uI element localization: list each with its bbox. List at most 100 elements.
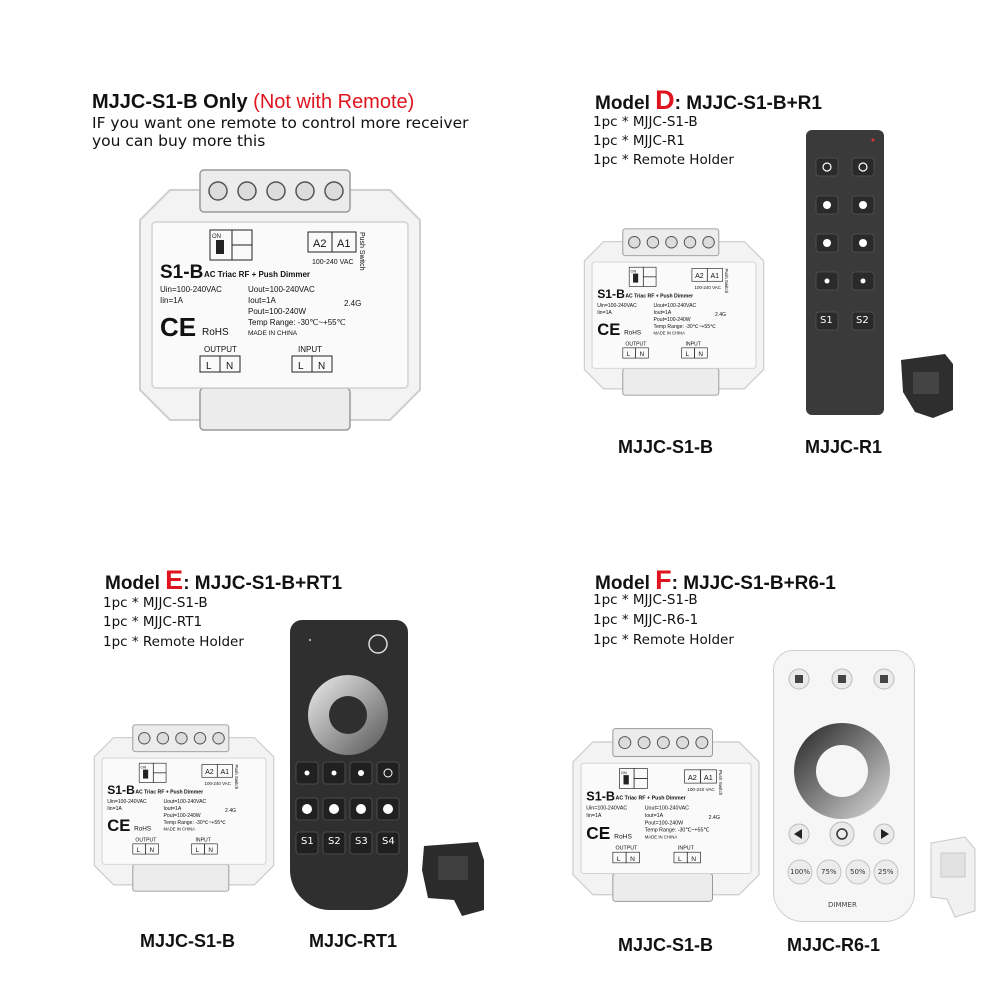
module-label-rohs: RoHS <box>614 833 632 840</box>
terminal-screw <box>618 736 632 750</box>
module-label-pout: Pout=100-240W <box>164 813 201 819</box>
module-label-n1: N <box>149 847 154 854</box>
module-label-uin: Uin=100-240VAC <box>586 806 627 812</box>
module-label-output: OUTPUT <box>204 345 237 354</box>
dimmer-module-d: ON A2 A1 100-240 VAC Push Switch S1-B AC… <box>578 222 770 402</box>
remote-r1: S1 S2 <box>806 130 884 415</box>
model-d-title: Model D: MJJC-S1-B+R1 <box>595 85 822 116</box>
module-label-l1: L <box>627 351 631 358</box>
module-label-freq: 2.4G <box>344 299 361 308</box>
terminal-screw <box>656 736 670 750</box>
remote-r6-1: 100% 75% 50% 25% DIMMER <box>773 650 915 922</box>
dimmer-module: ON A2 A1 100-240 VAC Push Switch S1-B AC… <box>93 724 275 892</box>
remote-rt1-s4: S4 <box>382 836 395 847</box>
terminal-screw <box>266 181 286 201</box>
module-label-iout: Iout=1A <box>164 806 182 812</box>
terminal-screw <box>175 732 188 745</box>
model-e-item: 1pc * MJJC-S1-B <box>103 595 208 611</box>
dimmer-module-e: ON A2 A1 100-240 VAC Push Switch S1-B AC… <box>88 718 280 898</box>
module-label-n2: N <box>691 856 696 863</box>
module-label-output: OUTPUT <box>625 341 646 347</box>
module-label-uin: Uin=100-240VAC <box>107 799 147 805</box>
model-e-caption-left: MJJC-S1-B <box>140 931 236 951</box>
model-f-prefix: Model <box>595 573 656 594</box>
module-label-n1: N <box>226 361 233 372</box>
remote-holder-d <box>901 354 953 418</box>
terminal-screw <box>637 736 651 750</box>
module-label-l2: L <box>678 856 682 863</box>
model-e-item: 1pc * Remote Holder <box>103 634 244 650</box>
module-label-input: INPUT <box>678 846 695 852</box>
model-d-name: : MJJC-S1-B+R1 <box>674 93 822 114</box>
module-label-push: Push Switch <box>234 764 239 789</box>
terminal-screw <box>212 732 225 745</box>
module-label-iin: Iin=1A <box>107 806 122 812</box>
module-label-desc: AC Triac RF + Push Dimmer <box>204 270 310 279</box>
terminal-screw <box>665 236 678 249</box>
module-label-a2: A2 <box>695 273 704 280</box>
module-label-iin: Iin=1A <box>586 813 602 819</box>
module-label-model: S1-B <box>597 287 625 301</box>
model-e-prefix: Model <box>105 573 166 594</box>
module-label-pout: Pout=100-240W <box>645 820 683 826</box>
module-label-a1: A1 <box>337 238 350 250</box>
module-label-push: Push Switch <box>718 770 723 796</box>
model-d-item: 1pc * MJJC-S1-B <box>593 114 698 130</box>
module-label-freq: 2.4G <box>225 808 236 814</box>
module-label-n2: N <box>208 847 213 854</box>
remote-r6-btn-100: 100% <box>790 868 811 876</box>
remote-r6-btn-25: 25% <box>878 868 894 876</box>
terminal-screw <box>138 732 151 745</box>
remote-r6-label: DIMMER <box>828 901 857 909</box>
module-label-uout: Uout=100-240VAC <box>654 303 697 309</box>
remote-r1-s1: S1 <box>820 315 833 326</box>
model-f-item: 1pc * MJJC-S1-B <box>593 592 698 608</box>
module-label-ce: CE <box>597 320 620 339</box>
module-label-l1: L <box>617 856 621 863</box>
model-f-name: : MJJC-S1-B+R6-1 <box>671 573 836 594</box>
module-label-rohs: RoHS <box>624 329 641 336</box>
model-f-caption-left: MJJC-S1-B <box>618 935 714 955</box>
remote-r6-btn-50: 50% <box>850 868 866 876</box>
module-label-l2: L <box>298 361 304 372</box>
dimmer-module: ON A2 A1 100-240 VAC Push Switch S1-B AC… <box>572 728 760 902</box>
terminal-screw <box>324 181 344 201</box>
model-f-letter: F <box>655 565 672 595</box>
module-label-pout: Pout=100-240W <box>654 317 691 323</box>
module-label-a2: A2 <box>205 769 214 776</box>
module-label-uin: Uin=100-240VAC <box>597 303 637 309</box>
model-d-item: 1pc * MJJC-R1 <box>593 133 685 149</box>
module-label-n1: N <box>639 351 644 358</box>
model-d-caption-right: MJJC-R1 <box>805 437 883 457</box>
module-label-ce: CE <box>586 823 610 843</box>
model-d-prefix: Model <box>595 93 656 114</box>
module-label-uin: Uin=100-240VAC <box>160 285 222 294</box>
top-line-1: IF you want one remote to control more r… <box>92 114 469 132</box>
top-title-text: MJJC-S1-B Only <box>92 91 248 113</box>
terminal-screw <box>628 236 641 249</box>
remote-holder-f <box>930 836 976 918</box>
module-label-temp: Temp Range: -30℃~+55℃ <box>654 324 717 330</box>
module-label-input: INPUT <box>298 345 322 354</box>
module-label-vac: 100-240 VAC <box>687 787 715 792</box>
remote-rt1-s2: S2 <box>328 836 341 847</box>
module-label-push: Push Switch <box>724 268 729 293</box>
module-label-on: ON <box>140 765 146 769</box>
module-label-model: S1-B <box>107 783 135 797</box>
remote-r6-btn-75: 75% <box>821 868 837 876</box>
module-label-uout: Uout=100-240VAC <box>164 799 207 805</box>
module-label-n2: N <box>318 361 325 372</box>
dimmer-module-top: ON A2 A1 100-240 VAC Push Switch S1-B AC… <box>130 160 430 440</box>
remote-rt1-s3: S3 <box>355 836 368 847</box>
module-label-n2: N <box>698 351 703 358</box>
remote-rt1-s1: S1 <box>301 836 314 847</box>
module-label-desc: AC Triac RF + Push Dimmer <box>625 293 693 299</box>
remote-r1-s2: S2 <box>856 315 869 326</box>
module-label-iin: Iin=1A <box>160 296 184 305</box>
model-d-item: 1pc * Remote Holder <box>593 152 734 168</box>
module-label-a1: A1 <box>220 769 229 776</box>
module-label-freq: 2.4G <box>709 815 720 821</box>
model-f-item: 1pc * MJJC-R6-1 <box>593 612 699 628</box>
module-label-uout: Uout=100-240VAC <box>645 806 689 812</box>
module-label-output: OUTPUT <box>135 837 156 843</box>
